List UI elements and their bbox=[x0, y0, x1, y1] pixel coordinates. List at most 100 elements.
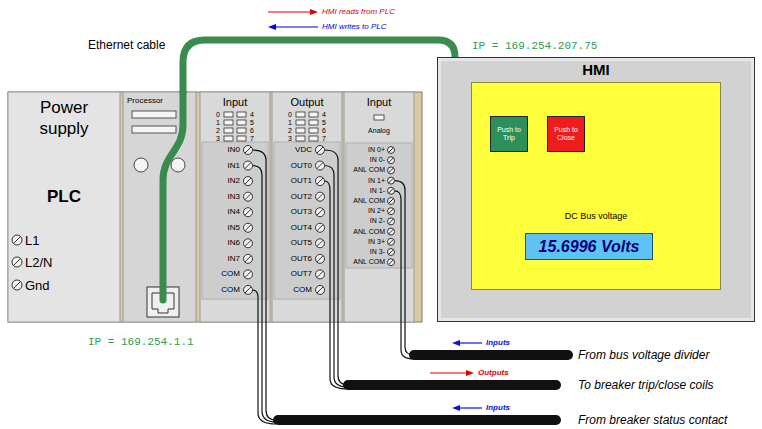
voltage-display: 15.6996 Volts bbox=[525, 233, 653, 260]
terminal-screw bbox=[316, 270, 325, 279]
status-led bbox=[309, 136, 318, 141]
terminal-screw bbox=[388, 177, 395, 184]
input-card: Input01234567IN0IN1IN2IN3IN4IN5IN6IN7COM… bbox=[200, 92, 270, 322]
terminal-screw bbox=[316, 177, 325, 186]
terminal-label: ANL COM bbox=[344, 166, 385, 174]
terminal-screw bbox=[12, 280, 22, 290]
signal-arrow bbox=[430, 372, 468, 373]
terminal-screw bbox=[12, 257, 22, 267]
terminal-label: OUT3 bbox=[272, 207, 312, 217]
terminal-screw bbox=[317, 209, 323, 215]
wire bbox=[253, 166, 277, 423]
terminal-label: IN 1+ bbox=[344, 177, 385, 185]
terminal-screw bbox=[245, 240, 251, 246]
status-led bbox=[374, 115, 384, 120]
terminal-screw bbox=[388, 157, 395, 164]
hmi-panel: HMIDC Bus voltagePush to TripPush to Clo… bbox=[437, 57, 755, 322]
terminal-screw bbox=[244, 208, 253, 217]
direction-arrow bbox=[268, 11, 312, 12]
terminal-label: IN0 bbox=[200, 145, 240, 155]
terminal-label: OUT4 bbox=[272, 223, 312, 233]
close-button: Push to Close bbox=[547, 116, 585, 152]
terminal-screw bbox=[244, 161, 253, 170]
terminal-label: L2/N bbox=[25, 255, 52, 270]
terminal-screw bbox=[245, 178, 251, 184]
cable-destination: To breaker trip/close coils bbox=[578, 378, 714, 392]
terminal-screw bbox=[245, 209, 251, 215]
terminal-screw bbox=[389, 209, 394, 214]
terminal-label: IN3 bbox=[200, 192, 240, 202]
output-card-housing bbox=[272, 92, 342, 322]
status-led bbox=[309, 120, 318, 125]
wire bbox=[325, 150, 349, 385]
terminal-screw bbox=[388, 167, 395, 174]
terminal-label: IN2 bbox=[200, 176, 240, 186]
direction-arrow bbox=[268, 24, 276, 30]
terminal-screw bbox=[14, 282, 21, 289]
module-title: Power supply bbox=[24, 97, 104, 139]
led-number: 5 bbox=[320, 119, 328, 126]
terminal-screw bbox=[244, 254, 253, 263]
terminal-screw bbox=[316, 208, 325, 217]
terminal-label: IN1 bbox=[200, 161, 240, 171]
led-number: 3 bbox=[286, 135, 294, 142]
terminal-label: VDC bbox=[272, 145, 312, 155]
output-card: Output01234567VDCOUT0OUT1OUT2OUT3OUT4OUT… bbox=[272, 92, 342, 322]
status-led bbox=[237, 136, 246, 141]
terminal-label: IN 3+ bbox=[344, 238, 385, 246]
terminal-screw bbox=[389, 229, 394, 234]
terminal-label: COM bbox=[272, 285, 312, 295]
field-cable bbox=[348, 380, 556, 390]
terminal-label: Gnd bbox=[25, 278, 50, 293]
signal-direction: Inputs bbox=[486, 403, 510, 413]
terminal-label: ANL COM bbox=[344, 258, 385, 266]
terminal-screw bbox=[388, 238, 395, 245]
wire bbox=[325, 181, 349, 389]
terminal-screw bbox=[317, 147, 323, 153]
terminal-screw bbox=[245, 287, 251, 293]
ethernet-cable bbox=[183, 40, 455, 92]
terminal-label: OUT1 bbox=[272, 176, 312, 186]
status-led bbox=[224, 136, 233, 141]
cable-destination: From breaker status contact bbox=[578, 413, 727, 427]
led-number: 4 bbox=[248, 111, 256, 118]
wire bbox=[325, 166, 349, 388]
terminal-screw bbox=[389, 260, 394, 265]
terminal-label: OUT2 bbox=[272, 192, 312, 202]
terminal-screw bbox=[316, 161, 325, 170]
terminal-screw bbox=[317, 162, 323, 168]
terminal-screw bbox=[316, 254, 325, 263]
signal-arrow bbox=[458, 342, 482, 343]
terminal-screw bbox=[316, 239, 325, 248]
terminal-label: COM bbox=[200, 285, 240, 295]
signal-arrow bbox=[452, 340, 460, 346]
status-led bbox=[296, 136, 305, 141]
analog-card-housing bbox=[344, 92, 414, 322]
status-led bbox=[237, 128, 246, 133]
status-led bbox=[224, 112, 233, 117]
terminal-screw bbox=[389, 188, 394, 193]
terminal-screw bbox=[316, 146, 325, 155]
terminal-screw bbox=[244, 223, 253, 232]
hmi-screen: DC Bus voltagePush to TripPush to Close1… bbox=[471, 82, 721, 290]
led-number: 4 bbox=[320, 111, 328, 118]
led-number: 2 bbox=[286, 127, 294, 134]
terminal-label: IN 2- bbox=[344, 217, 385, 225]
terminal-label: IN 1- bbox=[344, 187, 385, 195]
led-number: 1 bbox=[214, 119, 222, 126]
terminal-screw bbox=[244, 146, 253, 155]
terminal-label: COM bbox=[200, 269, 240, 279]
direction-arrow bbox=[274, 26, 318, 27]
status-led bbox=[296, 128, 305, 133]
terminal-screw bbox=[388, 259, 395, 266]
direction-note: HMI reads from PLC bbox=[322, 7, 395, 17]
terminal-screw bbox=[389, 199, 394, 204]
terminal-screw bbox=[389, 168, 394, 173]
led-number: 3 bbox=[214, 135, 222, 142]
voltage-readout: 15.6996 Volts bbox=[539, 237, 640, 256]
terminal-screw bbox=[389, 158, 394, 163]
processor-module: Processor bbox=[123, 92, 196, 322]
screen-caption: DC Bus voltage bbox=[472, 211, 720, 222]
terminal-screw bbox=[317, 271, 323, 277]
